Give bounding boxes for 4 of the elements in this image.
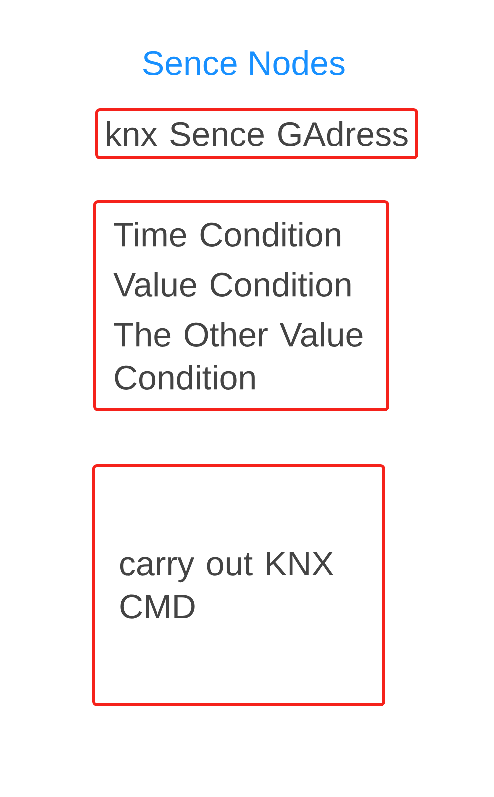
- text-box: Time Condition Value Condition The Other Value Condition: [94, 200, 390, 412]
- title: Sence Nodes: [143, 50, 345, 76]
- text-box: carry out KNX CMD: [92, 464, 386, 706]
- text-box: knx Sence GAdress: [96, 108, 418, 160]
